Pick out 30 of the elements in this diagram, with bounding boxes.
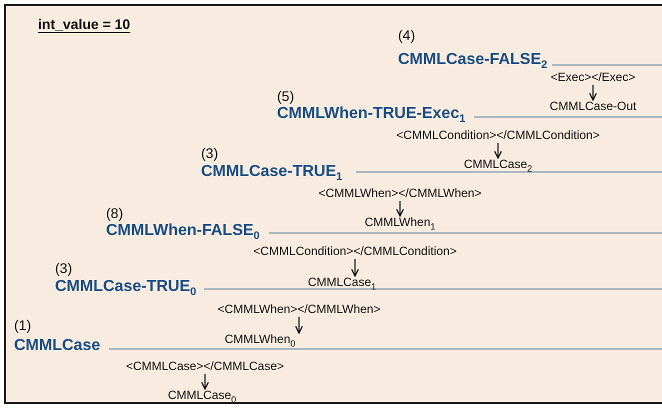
result-text: CMMLCase$_{1}$	[308, 275, 376, 292]
rule-number: (3)	[201, 145, 218, 161]
result-text: CMMLWhen$_{1}$	[364, 215, 436, 232]
rule-number: (1)	[14, 317, 32, 333]
arrow	[396, 201, 404, 217]
xml-tag-text: <CMMLCase></CMMLCase>	[126, 359, 284, 373]
xml-tag-text: <CMMLCondition></CMMLCondition>	[253, 244, 457, 258]
arrow	[494, 143, 502, 159]
variable-heading: int_value = 10	[38, 16, 130, 32]
rule-name: CMMLCase-TRUE$_{1}$	[201, 163, 342, 184]
result-text: CMMLWhen$_{0}$	[224, 332, 296, 348]
arrow	[295, 317, 303, 334]
xml-tag-text: <Exec></Exec>	[550, 70, 636, 84]
rule-name: CMMLCase-FALSE$_{2}$	[398, 51, 548, 72]
xml-tag-text: <CMMLCondition></CMMLCondition>	[396, 128, 600, 142]
result-text: CMMLCase-Out	[550, 99, 636, 113]
arrow	[589, 85, 597, 101]
rule-number: (5)	[277, 88, 294, 104]
rule-name: CMMLCase	[14, 337, 100, 355]
xml-tag-text: <CMMLWhen></CMMLWhen>	[318, 186, 482, 200]
arrow	[351, 259, 359, 277]
rule-name: CMMLWhen-TRUE-Exec$_{1}$	[277, 105, 466, 126]
rule-number: (3)	[55, 260, 72, 276]
rule-name: CMMLCase-TRUE$_{0}$	[55, 278, 196, 298]
rule-name: CMMLWhen-FALSE$_{0}$	[106, 222, 260, 242]
xml-tag-text: <CMMLWhen></CMMLWhen>	[218, 302, 380, 316]
rule-number: (4)	[398, 27, 416, 43]
arrow	[201, 374, 209, 390]
result-text: CMMLCase$_{2}$	[464, 157, 532, 174]
rule-number: (8)	[106, 205, 124, 221]
